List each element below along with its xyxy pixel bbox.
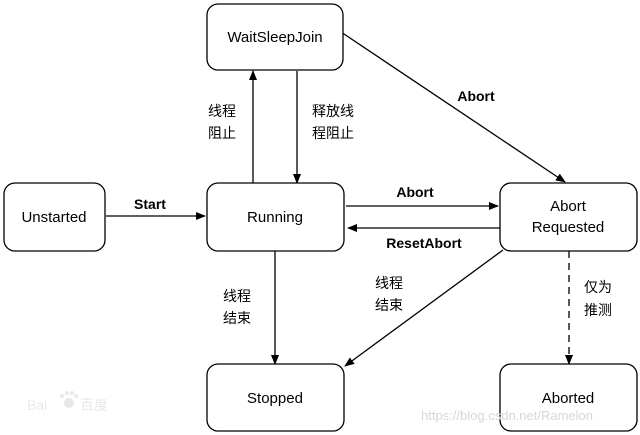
edge-thread-end-right — [344, 249, 504, 367]
edge-label-thread-block-2: 阻止 — [208, 125, 236, 141]
node-aborted — [499, 363, 638, 432]
edge-label-guess-only-1: 仅为 — [584, 279, 612, 295]
node-aborted-label: Aborted — [542, 390, 595, 407]
edge-label-reset-abort: ResetAbort — [386, 235, 462, 251]
node-abort-requested-label-1: Abort — [550, 198, 587, 215]
node-running — [206, 182, 345, 252]
baidu-watermark-text-right: 百度 — [80, 397, 108, 413]
edge-label-thread-block-1: 线程 — [208, 103, 236, 119]
baidu-watermark: Bai 百度 — [27, 391, 108, 413]
edge-label-thread-end-left-1: 线程 — [223, 288, 251, 304]
baidu-watermark-text-left: Bai — [27, 397, 47, 413]
edge-label-thread-end-right-1: 线程 — [375, 275, 403, 291]
edge-label-release-block-1: 释放线 — [312, 103, 354, 119]
node-stopped-label: Stopped — [247, 390, 303, 407]
node-running-label: Running — [247, 209, 303, 226]
node-waitsleepjoin — [206, 3, 344, 71]
node-abort-requested-label-2: Requested — [532, 219, 605, 236]
edge-label-thread-end-left-2: 结束 — [223, 310, 251, 326]
edge-label-release-block-2: 程阻止 — [312, 125, 354, 141]
edge-label-guess-only-2: 推测 — [584, 302, 612, 318]
edge-label-abort-top: Abort — [457, 88, 495, 104]
edge-label-abort-mid: Abort — [396, 184, 434, 200]
node-unstarted — [3, 182, 106, 252]
edge-abort-top — [340, 31, 566, 183]
edge-label-start: Start — [134, 196, 166, 212]
node-unstarted-label: Unstarted — [21, 209, 86, 226]
edge-label-thread-end-right-2: 结束 — [375, 297, 403, 313]
node-stopped — [206, 363, 345, 432]
node-abort-requested — [499, 182, 638, 252]
paw-icon — [64, 398, 74, 408]
node-waitsleepjoin-label: WaitSleepJoin — [227, 29, 322, 46]
csdn-watermark-text: https://blog.csdn.net/Ramelon — [421, 408, 593, 423]
